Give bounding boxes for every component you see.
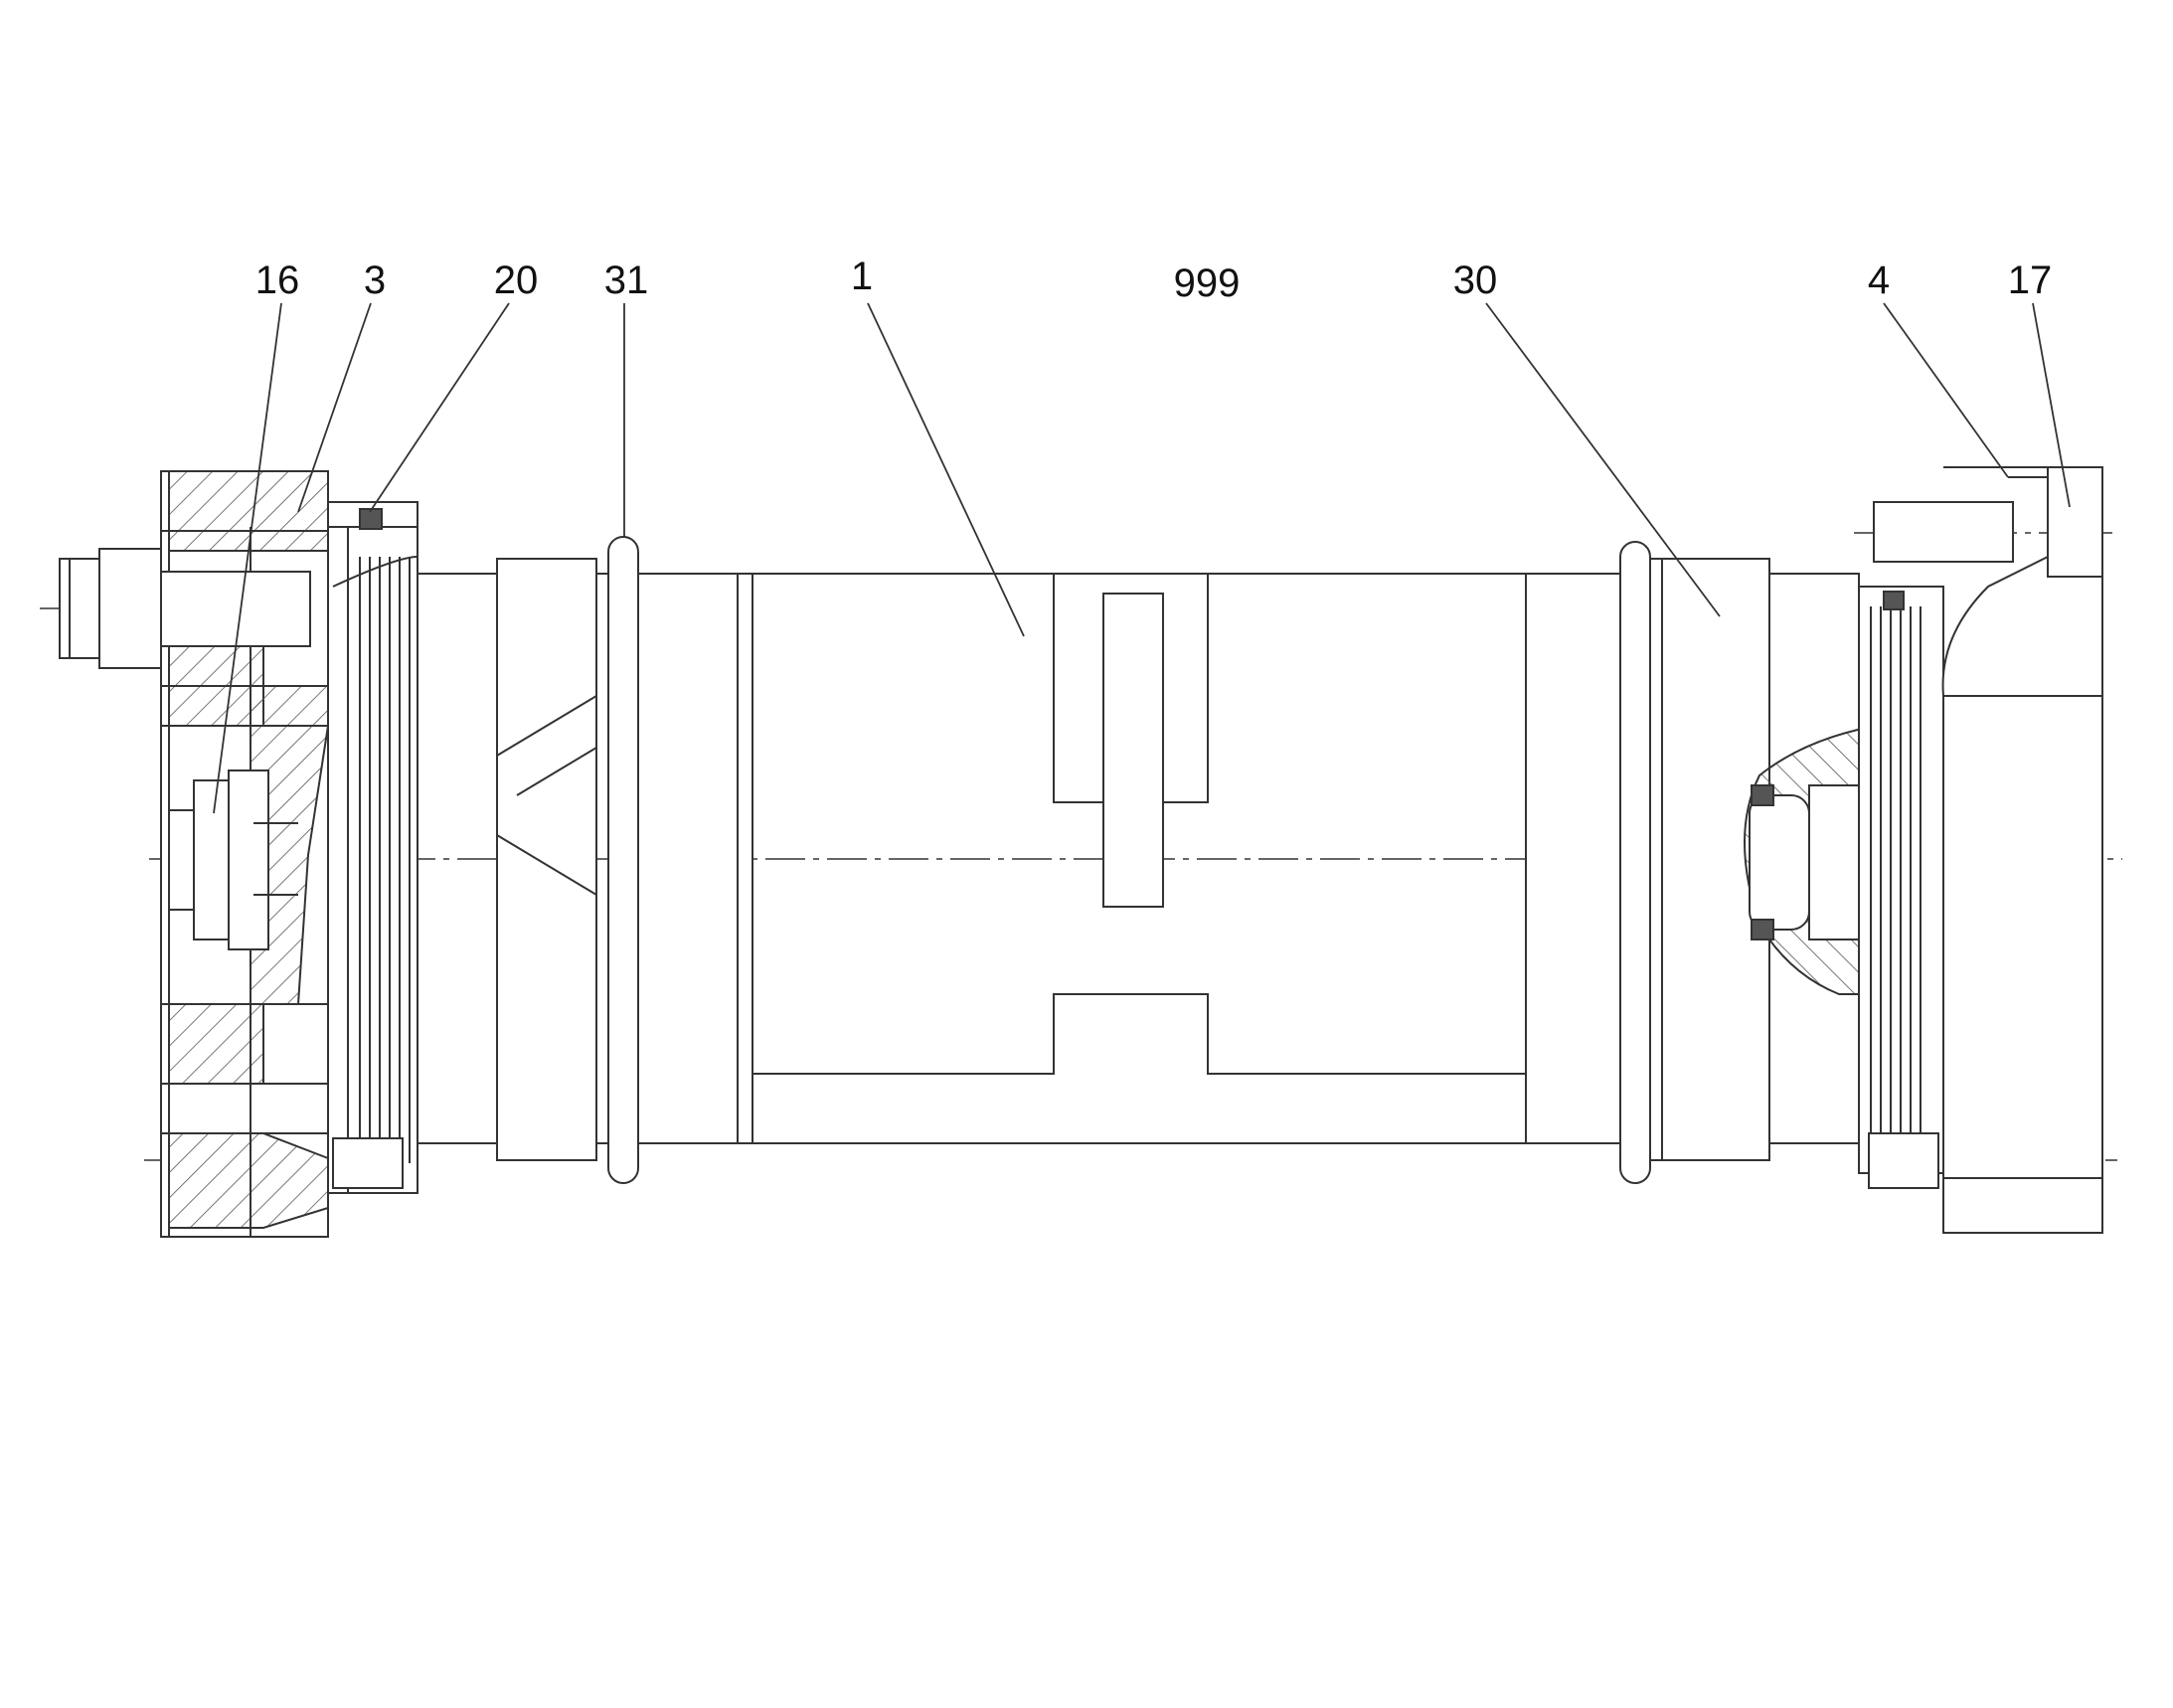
label-1: 1 [850, 255, 874, 298]
leader-lines [213, 302, 2071, 814]
left-nut [168, 769, 298, 950]
label-3: 3 [363, 258, 387, 302]
left-collar [496, 558, 597, 1161]
label-16: 16 [254, 258, 300, 302]
label-20: 20 [493, 258, 539, 302]
label-4: 4 [1867, 258, 1891, 302]
right-bolt [1873, 501, 2014, 563]
label-17: 17 [2007, 258, 2053, 302]
left-snap-ring [607, 536, 639, 1184]
shaft [418, 536, 1770, 1184]
right-bolt-head [2047, 466, 2103, 578]
right-flange [1873, 466, 2103, 1234]
label-999: 999 [1173, 261, 1241, 305]
right-snap-ring [1619, 541, 1651, 1184]
left-seal-ring-pack [327, 501, 418, 1194]
left-bolt [59, 548, 311, 669]
label-31: 31 [603, 258, 649, 302]
label-30: 30 [1452, 258, 1498, 302]
right-seal-ring-pack [1858, 586, 1944, 1189]
